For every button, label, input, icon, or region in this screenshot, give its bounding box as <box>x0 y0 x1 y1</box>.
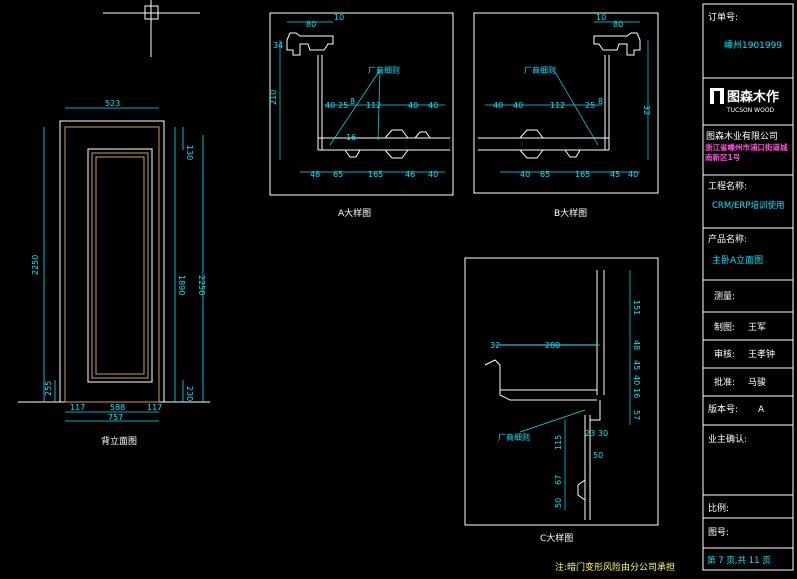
page-indicator: 第 7 页,共 11 页 <box>707 555 771 566</box>
dim-b-3: 40 <box>513 101 523 110</box>
risk-note: 注:暗门变形风险由分公司承担 <box>555 561 675 573</box>
dim-b-0: 10 <box>596 13 606 22</box>
company-name: 图森木业有限公司 <box>706 130 778 142</box>
company-address-box: 浙江省嵊州市浦口街道城南新区1号 <box>705 143 788 162</box>
dim-a-12: 65 <box>333 170 343 179</box>
detail-a-callout: 厂商细则 <box>368 65 400 75</box>
dim-b-7: 40 <box>520 170 530 179</box>
dim-a-5: 25 <box>338 101 348 110</box>
dim-a-11: 48 <box>310 170 320 179</box>
dim-a-0: 80 <box>306 20 316 29</box>
dim-a-4: 40 <box>325 101 335 110</box>
dim-a-13: 165 <box>368 170 383 179</box>
dim-b-4: 112 <box>550 101 565 110</box>
dim-b-6: 8 <box>598 97 603 106</box>
dim-b-5: 25 <box>585 101 595 110</box>
product-value: 主卧A立面图 <box>712 254 763 266</box>
drawing-no-label: 图号: <box>708 527 729 538</box>
dim-c-11: 115 <box>554 435 563 450</box>
detail-c-callout: 厂商细则 <box>498 432 530 442</box>
dim-a-6: 8 <box>350 97 355 106</box>
dim-c-5: 40 <box>632 375 641 385</box>
dim-b-10: 45 <box>610 170 620 179</box>
dim-a-10: 16 <box>346 133 356 142</box>
detail-c: 32 280 151 48 45 40 16 57 30 23 50 115 6… <box>464 257 659 544</box>
detail-b: 10 80 40 40 112 25 8 40 65 165 45 40 32 … <box>473 12 659 219</box>
dim-c-10: 50 <box>593 451 603 460</box>
dim-c-6: 16 <box>632 388 641 398</box>
detail-a: 80 10 34 210 40 25 8 112 40 40 16 48 65 … <box>269 12 454 219</box>
dim-b-8: 65 <box>540 170 550 179</box>
dim-front-bottom-left: 255 <box>44 381 53 396</box>
dim-b-11: 40 <box>628 170 638 179</box>
front-elevation-title: 背立面图 <box>101 435 137 447</box>
detail-a-title: A大样图 <box>338 207 371 219</box>
dim-a-1: 10 <box>334 13 344 22</box>
dim-c-1: 280 <box>545 341 560 350</box>
measure-label: 测量: <box>714 291 735 302</box>
dim-a-8: 40 <box>408 101 418 110</box>
dim-a-3: 210 <box>269 90 278 105</box>
dim-b-2: 40 <box>493 101 503 110</box>
dim-front-top: 523 <box>105 99 120 108</box>
scale-label: 比例: <box>708 502 729 514</box>
project-value: CRM/ERP培训使用 <box>712 200 784 211</box>
draw-value: 王军 <box>748 322 766 333</box>
logo-english: TUCSON WOOD <box>726 107 775 114</box>
dim-c-2: 151 <box>632 300 641 315</box>
dim-c-0: 32 <box>490 341 500 350</box>
dim-front-height-right: 2250 <box>197 275 206 295</box>
dim-a-2: 34 <box>273 41 283 50</box>
detail-b-title: B大样图 <box>554 207 587 219</box>
dim-a-15: 40 <box>428 170 438 179</box>
dim-front-panel: 1890 <box>177 275 186 295</box>
dim-front-mid: 588 <box>110 403 125 412</box>
dim-c-3: 48 <box>632 340 641 350</box>
dim-c-9: 23 <box>585 429 595 438</box>
dim-front-side-left: 117 <box>70 403 85 412</box>
approve-label: 批准: <box>714 376 735 388</box>
approve-value: 马骏 <box>748 376 766 388</box>
dim-b-12: 32 <box>642 105 651 115</box>
dim-c-4: 45 <box>632 360 641 370</box>
dim-front-top-rail: 130 <box>185 145 194 160</box>
dim-b-1: 80 <box>613 20 623 29</box>
dim-front-height: 2250 <box>31 255 40 275</box>
dim-c-13: 50 <box>554 498 563 508</box>
company-address: 浙江省嵊州市浦口街道城南新区1号 <box>705 143 788 162</box>
detail-b-callout: 厂商细则 <box>524 65 556 75</box>
order-value: 嵊州1901999 <box>724 39 782 51</box>
dim-a-14: 46 <box>405 170 415 179</box>
project-label: 工程名称: <box>708 180 747 192</box>
dim-c-12: 67 <box>554 475 563 485</box>
dim-front-side-right: 117 <box>147 403 162 412</box>
product-label: 产品名称: <box>708 233 747 245</box>
dim-b-9: 165 <box>575 170 590 179</box>
dim-a-9: 40 <box>428 101 438 110</box>
order-label: 订单号: <box>708 11 738 23</box>
review-label: 审核: <box>714 348 735 360</box>
dim-c-7: 57 <box>632 410 641 420</box>
owner-label: 业主确认: <box>708 433 747 445</box>
detail-c-title: C大样图 <box>540 532 573 544</box>
dim-a-7: 112 <box>366 101 381 110</box>
title-block: 订单号: 嵊州1901999 图森木作 TUCSON WOOD 图森木业有限公司… <box>702 3 794 571</box>
draw-label: 制图: <box>714 321 735 333</box>
logo-name: 图森木作 <box>727 89 779 105</box>
review-value: 王孝钟 <box>748 348 775 360</box>
dim-c-8: 30 <box>598 429 608 438</box>
dim-front-overall: 757 <box>108 413 123 422</box>
version-label: 版本号: <box>708 403 738 415</box>
front-elevation: 523 2250 1890 2250 130 230 255 117 588 1… <box>18 99 210 447</box>
version-value: A <box>758 405 765 415</box>
crosshair-cursor <box>103 0 200 57</box>
dim-front-bottom-rail: 230 <box>185 386 194 401</box>
